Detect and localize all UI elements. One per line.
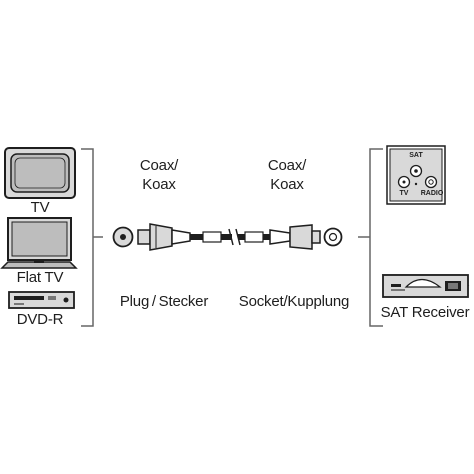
wall-socket-tv-label: TV [399, 190, 409, 197]
wall-socket-sat-label: SAT [409, 152, 423, 159]
socket-type-line2: Koax [270, 176, 304, 193]
plug-socket-symbol [112, 226, 134, 248]
left-bracket [81, 148, 103, 327]
plug-type-line2: Koax [142, 176, 176, 193]
coax-cable [137, 223, 321, 251]
sat-wall-socket-icon [386, 145, 446, 205]
dvd-recorder-icon [8, 291, 75, 309]
right-bracket [358, 148, 383, 327]
socket-connector-label: Socket/Kupplung [238, 293, 350, 310]
socket-type-line1: Coax/ [267, 157, 307, 174]
crt-tv-icon [4, 147, 76, 199]
plug-type-line1: Coax/ [139, 157, 179, 174]
dvd-r-label: DVD-R [16, 311, 64, 328]
plug-connector-label: Plug / Stecker [119, 293, 209, 310]
socket-symbol [323, 227, 343, 247]
flat-tv-label: Flat TV [16, 269, 64, 286]
tv-label: TV [30, 199, 50, 216]
sat-receiver-icon [381, 274, 470, 298]
sat-receiver-label: SAT Receiver [380, 304, 470, 321]
flat-tv-icon [0, 217, 78, 269]
wall-socket-radio-label: RADIO [420, 190, 444, 197]
